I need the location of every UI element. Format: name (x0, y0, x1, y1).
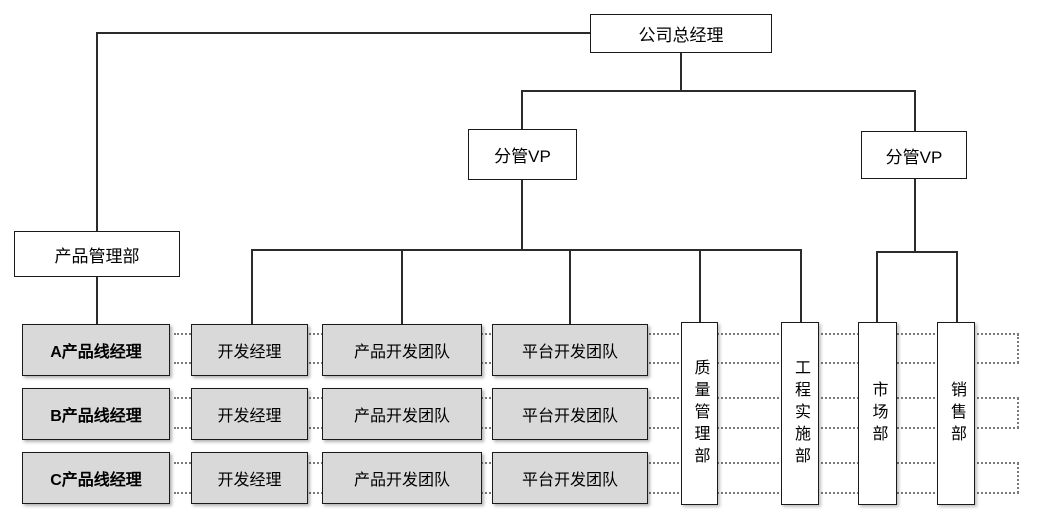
connector-line (914, 178, 916, 253)
matrix-dotted-link (1017, 334, 1019, 363)
node-vp-left: 分管VP (468, 129, 577, 180)
connector-line (699, 249, 701, 323)
node-label: 开发经理 (217, 344, 282, 361)
node-platform-dev-team: 平台开发团队 (492, 388, 648, 440)
node-label: 市场部 (869, 380, 887, 447)
node-label: 开发经理 (217, 408, 282, 425)
connector-line (521, 179, 523, 251)
connector-line (876, 251, 878, 323)
connector-line (96, 32, 591, 34)
matrix-dotted-link (1017, 463, 1019, 493)
node-label: C产品线经理 (50, 472, 142, 489)
matrix-dotted-link (1017, 398, 1019, 428)
node-dev-manager: 开发经理 (191, 324, 308, 376)
node-label: 平台开发团队 (521, 408, 618, 425)
node-label: 质量管理部 (691, 358, 709, 469)
node-engineering-implementation-dept: 工程实施部 (781, 322, 819, 505)
node-product-line-manager: C产品线经理 (22, 452, 170, 504)
connector-line (521, 90, 916, 92)
node-label: 销售部 (948, 380, 965, 447)
node-label: 平台开发团队 (521, 344, 618, 361)
node-product-dev-team: 产品开发团队 (322, 452, 482, 504)
node-quality-management-dept: 质量管理部 (681, 322, 718, 505)
node-product-management-dept: 产品管理部 (14, 231, 180, 277)
node-product-dev-team: 产品开发团队 (322, 388, 482, 440)
connector-line (251, 249, 802, 251)
node-label: 公司总经理 (638, 26, 724, 45)
node-label: 产品开发团队 (353, 408, 450, 425)
node-platform-dev-team: 平台开发团队 (492, 324, 648, 376)
connector-line (96, 276, 98, 325)
connector-line (521, 90, 523, 131)
node-label: 产品开发团队 (353, 344, 450, 361)
node-label: A产品线经理 (50, 344, 142, 361)
node-vp-right: 分管VP (861, 131, 967, 179)
node-marketing-dept: 市场部 (858, 322, 897, 505)
node-dev-manager: 开发经理 (191, 452, 308, 504)
node-label: 开发经理 (217, 472, 282, 489)
connector-line (401, 249, 403, 325)
node-label: B产品线经理 (50, 408, 142, 425)
connector-line (956, 251, 958, 323)
connector-line (680, 52, 682, 92)
node-label: 工程实施部 (792, 358, 809, 469)
node-label: 分管VP (494, 147, 551, 166)
node-product-line-manager: B产品线经理 (22, 388, 170, 440)
connector-line (914, 90, 916, 133)
node-platform-dev-team: 平台开发团队 (492, 452, 648, 504)
connector-line (876, 251, 958, 253)
node-product-line-manager: A产品线经理 (22, 324, 170, 376)
node-label: 产品开发团队 (353, 472, 450, 489)
node-label: 产品管理部 (54, 246, 140, 266)
connector-line (800, 249, 802, 323)
connector-line (251, 249, 253, 325)
node-product-dev-team: 产品开发团队 (322, 324, 482, 376)
node-general-manager: 公司总经理 (590, 14, 772, 53)
node-label: 分管VP (885, 147, 943, 167)
connector-line (96, 32, 98, 232)
node-dev-manager: 开发经理 (191, 388, 308, 440)
node-sales-dept: 销售部 (937, 322, 975, 505)
node-label: 平台开发团队 (521, 472, 618, 489)
connector-line (569, 249, 571, 325)
